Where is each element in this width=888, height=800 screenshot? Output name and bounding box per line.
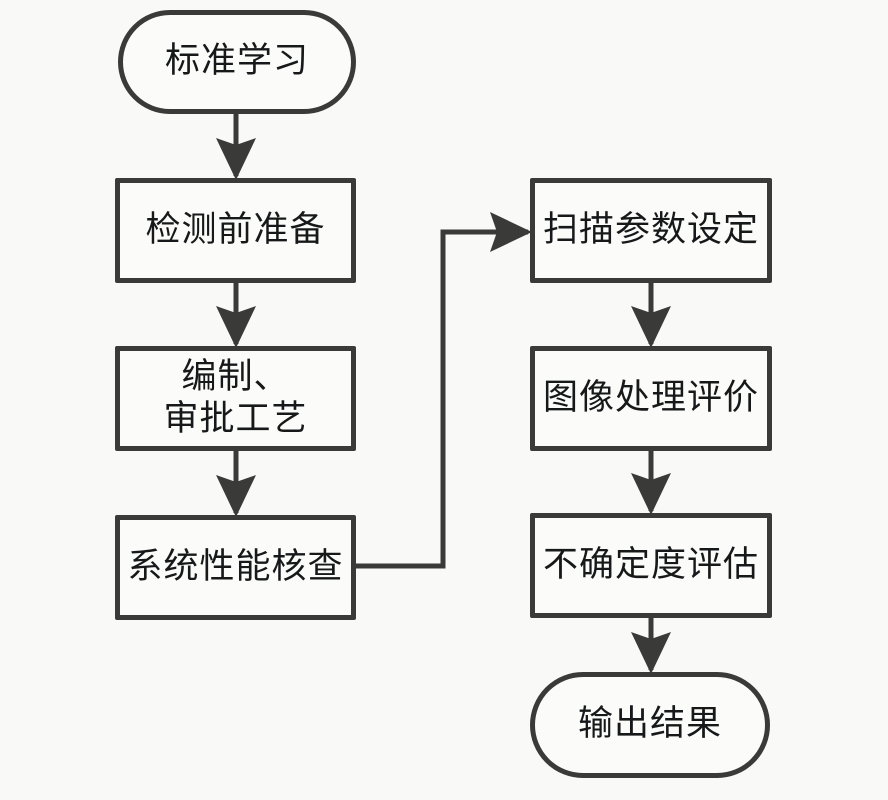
- node-label-system-performance-check: 系统性能核查: [127, 546, 344, 587]
- node-label-image-processing-evaluation: 图像处理评价: [542, 377, 759, 418]
- node-scan-parameter-setting[interactable]: 扫描参数设定: [530, 178, 772, 283]
- node-label-pre-inspection-prep: 检测前准备: [145, 209, 326, 250]
- edge-check-to-scan: [356, 212, 533, 569]
- node-prepare-approve-process[interactable]: 编制、 审批工艺: [115, 346, 356, 451]
- node-label-scan-parameter-setting: 扫描参数设定: [542, 209, 759, 250]
- node-label-prepare-approve-process: 编制、 审批工艺: [163, 357, 308, 439]
- node-output-result[interactable]: 输出结果: [530, 672, 770, 778]
- node-label-uncertainty-assessment: 不确定度评估: [542, 544, 759, 585]
- node-label-output-result: 输出结果: [577, 704, 722, 745]
- node-standard-study[interactable]: 标准学习: [118, 10, 356, 114]
- node-uncertainty-assessment[interactable]: 不确定度评估: [530, 513, 772, 618]
- node-system-performance-check[interactable]: 系统性能核查: [115, 515, 356, 620]
- node-pre-inspection-prep[interactable]: 检测前准备: [115, 178, 356, 283]
- node-image-processing-evaluation[interactable]: 图像处理评价: [530, 346, 772, 451]
- node-label-standard-study: 标准学习: [164, 41, 309, 82]
